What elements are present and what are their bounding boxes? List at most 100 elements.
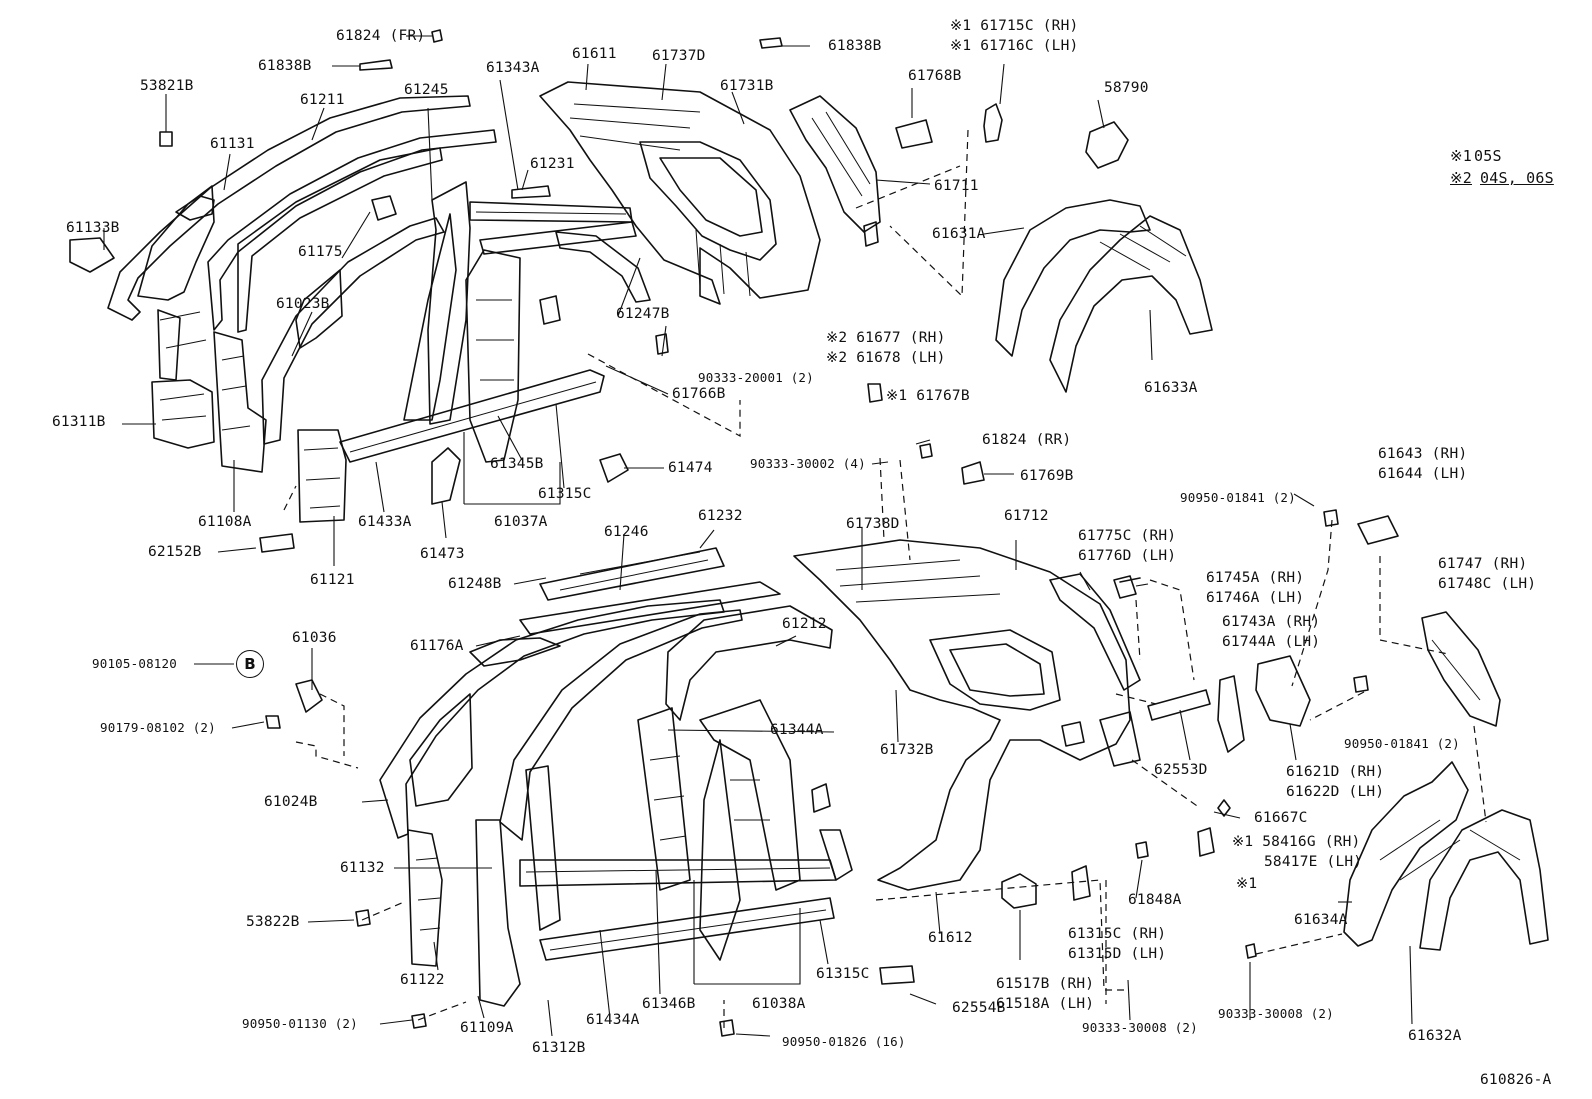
part-label: 61711 xyxy=(934,178,979,194)
part-label: 58417E (LH) xyxy=(1264,854,1363,870)
part-label: 61176A xyxy=(410,638,464,654)
rear-wheelhouse-lower xyxy=(1245,509,1549,959)
part-label: 61769B xyxy=(1020,468,1074,484)
part-label: 90950-01841 (2) xyxy=(1344,736,1460,751)
part-label: 61518A (LH) xyxy=(996,996,1095,1012)
part-label: 61473 xyxy=(420,546,465,562)
part-label: 61667C xyxy=(1254,810,1308,826)
part-label: 61175 xyxy=(298,244,343,260)
part-label: 90950-01826 (16) xyxy=(782,1034,906,1049)
part-label: ※1 61715C (RH) xyxy=(950,18,1079,34)
part-label: ※1 61716C (LH) xyxy=(950,38,1079,54)
leader-lines xyxy=(103,35,1413,1037)
part-label: 61109A xyxy=(460,1020,514,1036)
part-label: 61248B xyxy=(448,576,502,592)
part-label: 61108A xyxy=(198,514,252,530)
part-label: 61121 xyxy=(310,572,355,588)
part-label: 62152B xyxy=(148,544,202,560)
part-label: 61612 xyxy=(928,930,973,946)
part-label: 61737D xyxy=(652,48,706,64)
part-label: 61211 xyxy=(300,92,345,108)
part-label: 61738D xyxy=(846,516,900,532)
part-label: 90333-30008 (2) xyxy=(1082,1020,1198,1035)
part-label: 62554B xyxy=(952,1000,1006,1016)
part-label: 61132 xyxy=(340,860,385,876)
part-label: ※1 58416G (RH) xyxy=(1232,834,1361,850)
part-label: 61312B xyxy=(532,1040,586,1056)
part-label: 61517B (RH) xyxy=(996,976,1095,992)
part-label: 61643 (RH) xyxy=(1378,446,1468,462)
rear-wheelhouse-upper xyxy=(995,199,1213,393)
front-side-inner-panel xyxy=(265,547,915,1037)
part-label: 61037A xyxy=(494,514,548,530)
part-label: 61315D (LH) xyxy=(1068,946,1167,962)
part-label: 90333-30002 (4) xyxy=(750,456,866,471)
part-label: 61315C (RH) xyxy=(1068,926,1167,942)
part-label: 61731B xyxy=(720,78,774,94)
part-label: 61633A xyxy=(1144,380,1198,396)
part-label: 61311B xyxy=(52,414,106,430)
part-label: 61344A xyxy=(770,722,824,738)
part-label: 61474 xyxy=(668,460,713,476)
part-label: 61434A xyxy=(586,1012,640,1028)
part-label: 58790 xyxy=(1104,80,1149,96)
part-label: 61621D (RH) xyxy=(1286,764,1385,780)
part-label: 61212 xyxy=(782,616,827,632)
part-label: 61315C xyxy=(538,486,592,502)
part-label: 61732B xyxy=(880,742,934,758)
part-label: 61232 xyxy=(698,508,743,524)
part-label: 61775C (RH) xyxy=(1078,528,1177,544)
part-label: 61743A (RH) xyxy=(1222,614,1321,630)
front-side-outer-panel xyxy=(69,29,651,553)
part-label: 61343A xyxy=(486,60,540,76)
part-label: 61131 xyxy=(210,136,255,152)
part-label: 61611 xyxy=(572,46,617,62)
circle-b-marker: B xyxy=(236,650,264,678)
dashed-assembly-lines xyxy=(283,129,1487,1028)
part-label: ※1 xyxy=(1236,876,1258,892)
rear-quarter-outer-panel xyxy=(793,443,1311,909)
part-label: 61776D (LH) xyxy=(1078,548,1177,564)
part-label: 61246 xyxy=(604,524,649,540)
part-label: 61023B xyxy=(276,296,330,312)
part-label: 61748C (LH) xyxy=(1438,576,1537,592)
part-label: 53822B xyxy=(246,914,300,930)
part-label: 62553D xyxy=(1154,762,1208,778)
part-label: 61122 xyxy=(400,972,445,988)
part-label: 61744A (LH) xyxy=(1222,634,1321,650)
part-label: 61036 xyxy=(292,630,337,646)
part-label: 61838B xyxy=(258,58,312,74)
part-label: 61848A xyxy=(1128,892,1182,908)
part-label: 61345B xyxy=(490,456,544,472)
part-label: 61632A xyxy=(1408,1028,1462,1044)
part-label: 61247B xyxy=(616,306,670,322)
part-label: 61712 xyxy=(1004,508,1049,524)
part-label: 61346B xyxy=(642,996,696,1012)
part-label: 61768B xyxy=(908,68,962,84)
part-label: 90179-08102 (2) xyxy=(100,720,216,735)
part-label: 90333-30008 (2) xyxy=(1218,1006,1334,1021)
part-label: ※2 61677 (RH) xyxy=(826,330,946,346)
part-label: 61838B xyxy=(828,38,882,54)
part-label: 61766B xyxy=(672,386,726,402)
part-label: 90950-01841 (2) xyxy=(1180,490,1296,505)
rear-quarter-inner-panel xyxy=(539,37,1129,403)
part-label: ※1 61767B xyxy=(886,388,970,404)
part-label: 61746A (LH) xyxy=(1206,590,1305,606)
part-label: 61024B xyxy=(264,794,318,810)
part-label: 53821B xyxy=(140,78,194,94)
part-label: 61433A xyxy=(358,514,412,530)
part-label: 61824 (RR) xyxy=(982,432,1072,448)
part-label: 61631A xyxy=(932,226,986,242)
part-label: 61634A xyxy=(1294,912,1348,928)
part-label: 61747 (RH) xyxy=(1438,556,1528,572)
part-label: 61745A (RH) xyxy=(1206,570,1305,586)
part-label: 61133B xyxy=(66,220,120,236)
part-label: ※2 61678 (LH) xyxy=(826,350,946,366)
part-label: 61644 (LH) xyxy=(1378,466,1468,482)
diagram-id: 610826-A xyxy=(1480,1072,1552,1088)
